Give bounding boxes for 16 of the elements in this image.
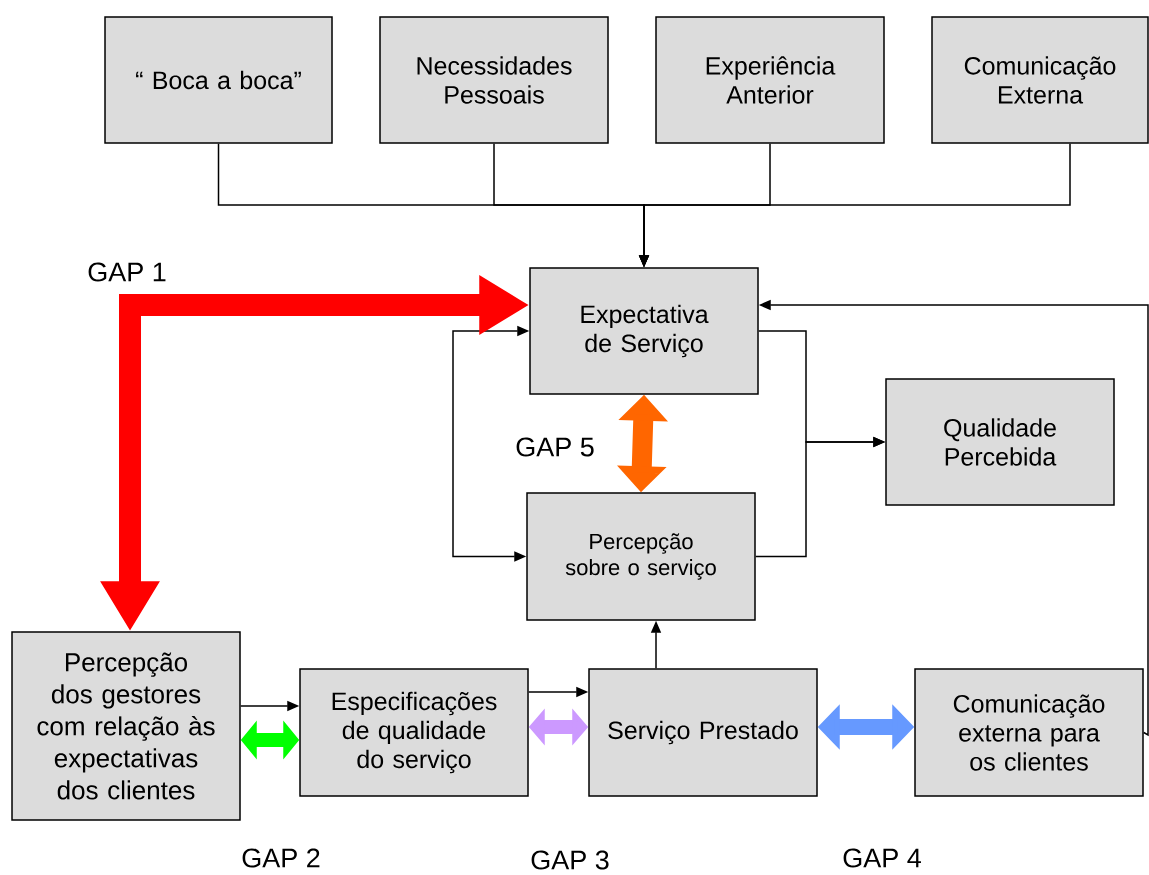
process-box: Expectativa de Serviço [529,267,759,395]
process-box: Comunicação externa para os clientes [914,668,1144,797]
edge-label: GAP 5 [516,437,594,457]
edge-label: GAP 4 [843,848,921,868]
edge-label: GAP 1 [88,262,166,282]
process-box: Serviço Prestado [588,668,818,797]
process-box: Experiência Anterior [655,16,885,144]
process-box: Qualidade Percebida [885,378,1115,506]
process-box: Especificações de qualidade do serviço [299,668,529,797]
process-box: Percepção sobre o serviço [526,492,756,621]
process-box: Comunicação Externa [931,16,1149,144]
edge-label: GAP 2 [242,848,320,868]
process-box: Necessidades Pessoais [379,16,609,144]
process-box: Percepção dos gestores com relação às expectativas dos clientes [11,631,241,821]
process-box: “ Boca a boca” [104,16,333,144]
edge-label: GAP 3 [531,850,609,870]
